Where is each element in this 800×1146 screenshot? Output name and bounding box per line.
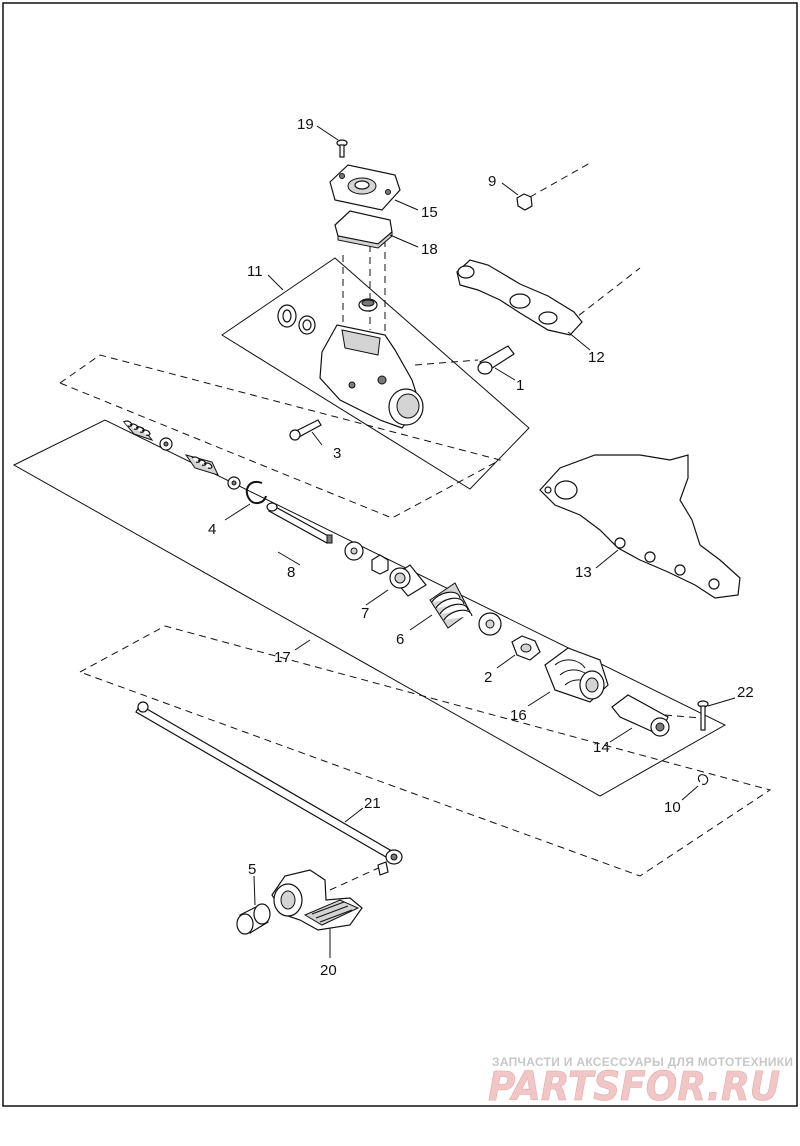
callout-5: 5 [248, 861, 256, 878]
callout-18: 18 [421, 241, 438, 258]
callout-2: 2 [484, 669, 492, 686]
callout-20: 20 [320, 962, 337, 979]
part-6-spring [429, 582, 473, 629]
callout-22: 22 [737, 684, 754, 701]
part-11-master-cylinder [277, 298, 424, 429]
part-12-bracket [456, 259, 583, 336]
part-3-pin [289, 419, 322, 441]
part-22-pin [697, 700, 709, 731]
callout-11: 11 [247, 263, 263, 280]
part-washer-right [478, 612, 502, 636]
callout-16: 16 [510, 707, 527, 724]
callout-4: 4 [208, 521, 216, 538]
part-5-sleeve [236, 903, 271, 935]
axis-line-9 [529, 162, 591, 198]
group-outline-linkage [78, 625, 772, 877]
part-20-pedal [271, 869, 363, 931]
watermark-tagline: ЗАПЧАСТИ И АКСЕССУАРЫ ДЛЯ МОТОТЕХНИКИ [492, 1055, 793, 1069]
part-18-gasket [334, 210, 393, 249]
part-19-screw [336, 139, 348, 158]
axis-line-22 [664, 714, 701, 719]
callout-21: 21 [364, 795, 381, 812]
callout-1: 1 [516, 377, 524, 394]
callout-6: 6 [396, 631, 404, 648]
callout-7: 7 [361, 605, 369, 622]
callout-14: 14 [593, 739, 610, 756]
part-2-nut [511, 635, 541, 661]
part-rod-nut [371, 554, 389, 575]
callout-10: 10 [664, 799, 681, 816]
callout-9: 9 [488, 173, 496, 190]
axis-line-pedal [329, 864, 386, 891]
part-8-pushrod [266, 502, 333, 544]
part-13-bracket [539, 454, 741, 599]
part-14-clevis [611, 694, 670, 737]
callout-19: 19 [297, 116, 314, 133]
group-outline-11 [221, 257, 530, 490]
callout-17: 17 [274, 649, 291, 666]
part-9-nut [516, 193, 533, 211]
part-10-clip [697, 774, 709, 785]
diagram-border [2, 2, 798, 1107]
group-outline-17 [12, 419, 727, 797]
part-rod-washer [344, 541, 364, 561]
part-15-cover [329, 164, 401, 211]
part-valve-spring [184, 454, 241, 490]
watermark-logo: PARTSFOR.RU [488, 1064, 780, 1110]
part-1-bolt [477, 345, 515, 375]
leader-lines [224, 125, 736, 958]
axis-line-bolt-1 [414, 359, 479, 366]
callout-15: 15 [421, 204, 438, 221]
callout-12: 12 [588, 349, 605, 366]
part-21-rod [135, 701, 403, 876]
part-7-bushing [389, 564, 427, 597]
part-16-boot [544, 647, 609, 703]
part-4-snap-ring [245, 480, 267, 505]
callout-8: 8 [287, 564, 295, 581]
callout-3: 3 [333, 445, 341, 462]
callout-13: 13 [575, 564, 592, 581]
group-outline-valve [58, 354, 502, 519]
part-spring-upper [122, 420, 173, 451]
